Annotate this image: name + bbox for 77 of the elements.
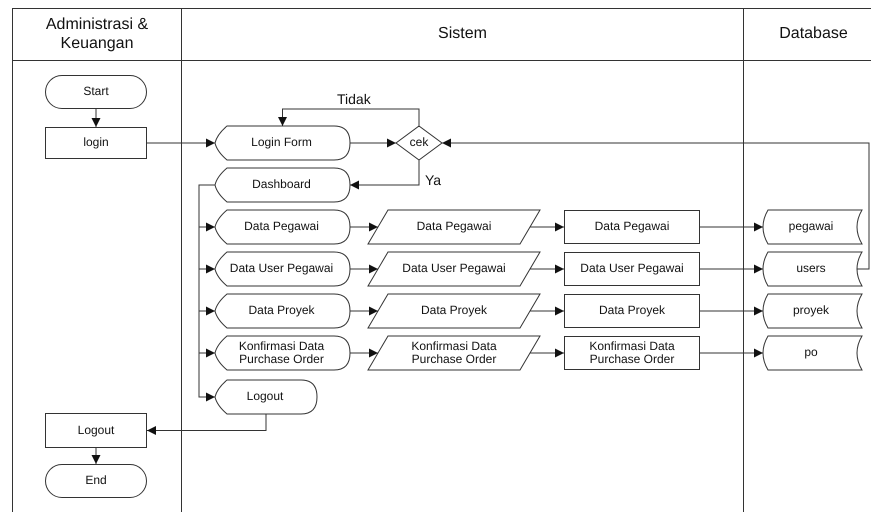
- node-label: cek: [410, 136, 428, 150]
- node-label: Data Pegawai: [594, 220, 670, 234]
- node-label: Data User Pegawai: [402, 262, 506, 276]
- stored-data-shape: [760, 294, 862, 328]
- arrow: [350, 222, 378, 232]
- display-shape: [215, 336, 350, 370]
- display-shape: [215, 380, 317, 414]
- display-shape: [215, 210, 350, 244]
- arrow: [530, 264, 564, 274]
- lane-heading: Database: [744, 9, 871, 61]
- display-shape: [215, 126, 350, 160]
- arrow: [350, 348, 378, 358]
- arrow: [278, 108, 420, 126]
- node-label: Data Proyek: [598, 304, 666, 318]
- edge-label: Tidak: [335, 92, 373, 106]
- data-parallelogram: [368, 252, 540, 286]
- arrow: [146, 414, 266, 435]
- arrow: [146, 138, 216, 148]
- node-label: Start: [83, 85, 109, 99]
- node-label: Logout: [78, 424, 114, 438]
- lane-heading: Sistem: [182, 9, 743, 61]
- arrow: [700, 348, 764, 358]
- node-label: Dashboard: [252, 178, 311, 192]
- node-label: Konfirmasi Data Purchase Order: [588, 340, 676, 366]
- node-label: Konfirmasi Data Purchase Order: [238, 340, 326, 366]
- process-box: [564, 336, 700, 370]
- lane-heading: Administrasi & Keuangan: [13, 9, 181, 61]
- stored-data-shape: [760, 210, 862, 244]
- edge-label: Ya: [423, 173, 444, 187]
- terminator-shape: [45, 75, 147, 109]
- arrow: [700, 306, 764, 316]
- display-shape: [215, 168, 350, 202]
- arrow: [92, 108, 100, 128]
- decision-diamond: [396, 126, 442, 160]
- process-box: [45, 127, 147, 159]
- stored-data-shape: [760, 252, 862, 286]
- node-label: Data Proyek: [248, 304, 315, 318]
- arrow: [442, 138, 870, 270]
- arrow: [530, 348, 564, 358]
- node-label: Data User Pegawai: [230, 262, 334, 276]
- data-parallelogram: [368, 294, 540, 328]
- node-label: po: [804, 346, 818, 360]
- arrow: [350, 160, 420, 190]
- node-label: Data User Pegawai: [580, 262, 684, 276]
- stored-data-shape: [760, 336, 862, 370]
- node-label: Logout: [246, 390, 284, 404]
- terminator-shape: [45, 464, 147, 498]
- arrow: [350, 306, 378, 316]
- node-label: Login Form: [251, 136, 312, 150]
- arrow: [700, 264, 764, 274]
- node-label: Data Pegawai: [244, 220, 319, 234]
- node-label: Data Proyek: [420, 304, 488, 318]
- node-label: Konfirmasi Data Purchase Order: [410, 340, 498, 366]
- arrow: [530, 222, 564, 232]
- arrow: [350, 138, 396, 148]
- node-label: pegawai: [788, 220, 834, 234]
- arrow: [92, 448, 100, 464]
- process-box: [564, 252, 700, 286]
- swimlane: [743, 8, 871, 512]
- display-shape: [215, 294, 350, 328]
- node-label: users: [796, 262, 826, 276]
- arrow: [350, 264, 378, 274]
- swimlane: [12, 8, 181, 512]
- arrow: [700, 222, 764, 232]
- process-box: [564, 210, 700, 244]
- display-shape: [215, 252, 350, 286]
- swimlane: [181, 8, 743, 512]
- process-box: [45, 413, 147, 448]
- node-label: login: [83, 136, 109, 150]
- node-label: End: [85, 474, 107, 488]
- process-box: [564, 294, 700, 328]
- arrow: [530, 306, 564, 316]
- arrow: [198, 184, 216, 402]
- data-parallelogram: [368, 336, 540, 370]
- data-parallelogram: [368, 210, 540, 244]
- node-label: Data Pegawai: [416, 220, 492, 234]
- node-label: proyek: [792, 304, 830, 318]
